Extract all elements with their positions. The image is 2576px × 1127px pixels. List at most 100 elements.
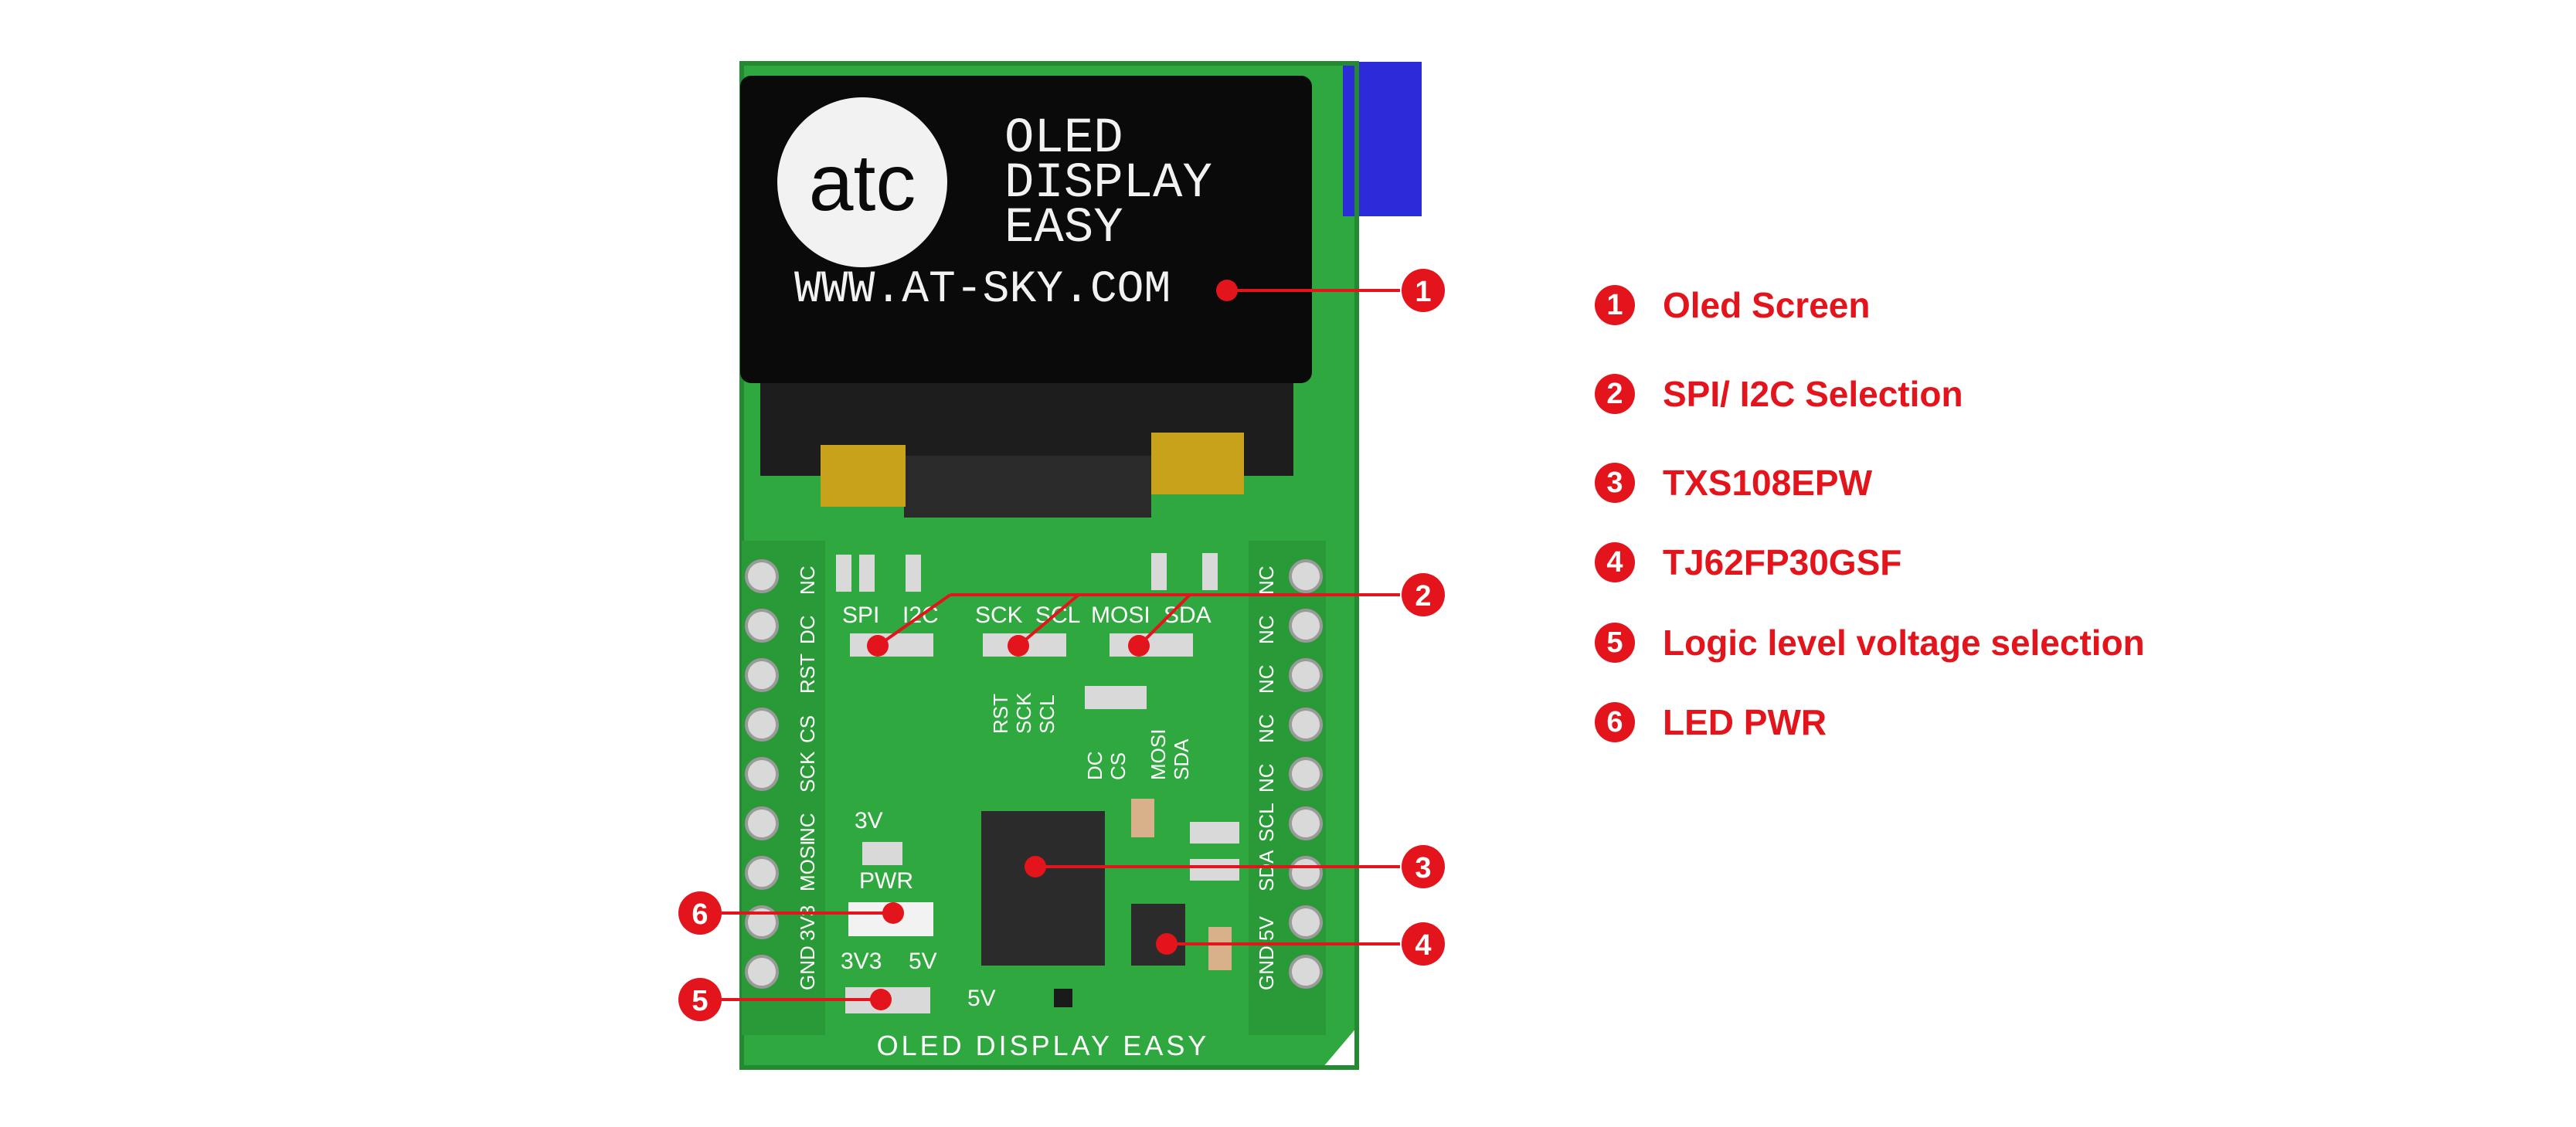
- callout-number-3: 3: [1415, 852, 1431, 884]
- right-pin-pad: [1289, 757, 1323, 791]
- legend-badge-4: 4: [1595, 542, 1635, 582]
- jumper-label-spi: SPI: [842, 603, 879, 628]
- left-pin-label: GND: [796, 945, 819, 990]
- via-pad: [1054, 989, 1072, 1007]
- legend-item-2: 2 SPI/ I2C Selection: [1595, 367, 1963, 421]
- callout-dot-2a: [867, 635, 889, 657]
- screen-line-display: DISPLAY: [1004, 156, 1212, 212]
- label-5v-side: 5V: [967, 986, 996, 1011]
- smd-resistor-5: [1202, 553, 1218, 590]
- legend-item-1: 1 Oled Screen: [1595, 278, 1870, 332]
- screen-url: WWW.AT-SKY.COM: [794, 265, 1171, 315]
- vert-label-sda: SDA: [1170, 738, 1193, 780]
- right-pin-label: GND: [1255, 945, 1278, 990]
- left-pin-pad: [745, 658, 779, 692]
- left-pin-label: NC: [796, 813, 819, 842]
- legend-badge-5: 5: [1595, 623, 1635, 663]
- left-pin-label: SCK: [796, 751, 819, 793]
- left-pin-pad: [745, 806, 779, 840]
- left-pin-pad: [745, 559, 779, 593]
- left-pin-pad: [745, 757, 779, 791]
- right-pin-label: NC: [1255, 714, 1278, 743]
- callout-number-2: 2: [1415, 580, 1431, 613]
- legend-badge-6: 6: [1595, 702, 1635, 742]
- right-pin-pad: [1289, 559, 1323, 593]
- right-pin-label: NC: [1255, 763, 1278, 793]
- right-pin-label: NC: [1255, 565, 1278, 595]
- atc-logo-circle: [777, 97, 947, 267]
- callout-badge-6: 6: [678, 891, 722, 935]
- callout-number-5: 5: [692, 985, 708, 1017]
- right-pin-label: NC: [1255, 615, 1278, 644]
- left-pin-label: MOSI: [796, 840, 819, 891]
- label-pwr: PWR: [859, 868, 913, 894]
- flex-connector-right: [1151, 433, 1244, 494]
- right-pin-pad: [1289, 856, 1323, 890]
- right-pin-pad: [1289, 609, 1323, 643]
- jumper-label-mosi: MOSI: [1091, 603, 1150, 628]
- label-5v: 5V: [909, 949, 937, 974]
- vert-label-sck: SCK: [1012, 692, 1035, 734]
- legend-label-3: TXS108EPW: [1663, 463, 1872, 503]
- smd-resistor-7: [862, 842, 902, 865]
- legend-label-2: SPI/ I2C Selection: [1663, 374, 1963, 414]
- smd-resistor-9: [1190, 859, 1239, 881]
- callout-line-2d: [1137, 593, 1191, 647]
- right-pin-pad: [1289, 658, 1323, 692]
- right-pin-label: 5V: [1255, 916, 1278, 941]
- legend-label-4: TJ62FP30GSF: [1663, 542, 1902, 582]
- left-pin-pad: [745, 955, 779, 989]
- legend-item-3: 3 TXS108EPW: [1595, 456, 1872, 510]
- left-pin-pad: [745, 609, 779, 643]
- smd-resistor-3: [906, 555, 921, 592]
- vertical-labels: RST SCK SCL DC CS MOSI SDA: [989, 692, 1193, 780]
- callout-dot-3: [1025, 856, 1046, 877]
- vert-label-scl: SCL: [1035, 694, 1059, 734]
- right-pin-pad: [1289, 806, 1323, 840]
- callout-badge-5: 5: [678, 978, 722, 1021]
- vert-label-cs: CS: [1106, 752, 1130, 780]
- legend-item-6: 6 LED PWR: [1595, 695, 1827, 749]
- callout-line-2c: [1017, 593, 1080, 647]
- right-pin-pad: [1289, 905, 1323, 939]
- legend-label-5: Logic level voltage selection: [1663, 623, 2145, 663]
- smd-resistor-4: [1151, 553, 1167, 590]
- jumper-mosi-sda: [1110, 633, 1193, 657]
- left-pin-label: DC: [796, 615, 819, 644]
- oled-flex: [904, 456, 1151, 518]
- legend-badge-3: 3: [1595, 463, 1635, 503]
- callout-dot-4: [1156, 933, 1178, 955]
- callout-dots: [867, 280, 1238, 1010]
- callout-badge-4: 4: [1402, 922, 1445, 966]
- callout-dot-2c: [1128, 635, 1150, 657]
- callout-number-6: 6: [692, 898, 708, 931]
- callout-number-4: 4: [1415, 929, 1431, 962]
- left-pin-label: NC: [796, 565, 819, 595]
- smd-resistor-6: [1085, 686, 1147, 709]
- regulator-chip: [1131, 904, 1185, 966]
- callout-badge-1: 1: [1402, 269, 1445, 312]
- vert-label-mosi: MOSI: [1147, 729, 1170, 780]
- atc-logo-text: atc: [809, 138, 916, 228]
- left-pin-label: 3V3: [796, 905, 819, 941]
- legend-badge-2: 2: [1595, 374, 1635, 414]
- label-3v: 3V: [855, 808, 883, 833]
- callout-dot-1: [1216, 280, 1238, 301]
- left-pin-label: RST: [796, 653, 819, 694]
- callout-line-2a: [876, 593, 952, 647]
- callout-dot-2b: [1008, 635, 1029, 657]
- legend-item-4: 4 TJ62FP30GSF: [1595, 535, 1901, 589]
- right-pin-label: SCL: [1255, 803, 1278, 842]
- label-3v3: 3V3: [841, 949, 882, 974]
- smd-resistor-2: [859, 555, 875, 592]
- legend-item-5: 5 Logic level voltage selection: [1595, 616, 2145, 670]
- screen-line-easy: EASY: [1004, 201, 1123, 256]
- callout-badge-3: 3: [1402, 845, 1445, 888]
- callout-dot-6: [882, 902, 904, 924]
- capacitor-1: [1131, 799, 1154, 837]
- jumper-label-sck: SCK: [975, 603, 1023, 628]
- callout-badge-2: 2: [1402, 573, 1445, 616]
- right-pin-pad: [1289, 955, 1323, 989]
